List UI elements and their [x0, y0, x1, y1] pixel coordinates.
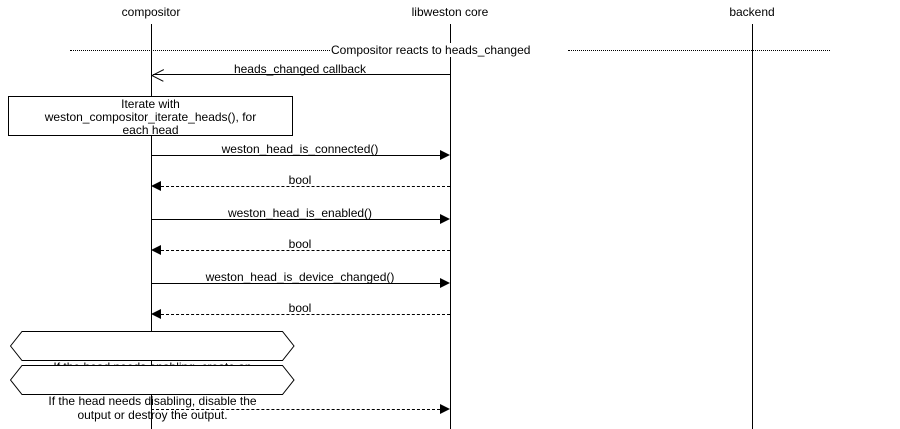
message-bool-connected-label: bool: [288, 173, 312, 187]
message-final-return-arrowhead-icon: [440, 404, 450, 414]
message-weston-head-is-device-changed-label: weston_head_is_device_changed(): [205, 270, 395, 284]
message-heads-changed-callback-arrowhead-icon: [151, 69, 165, 82]
lifeline-libweston-core-line: [450, 24, 451, 429]
message-heads-changed-callback-label: heads_changed callback: [233, 62, 367, 76]
fragment-enable-head-shape-icon: [10, 331, 295, 361]
message-bool-enabled-line: [161, 250, 450, 251]
message-bool-connected-line: [161, 186, 450, 187]
message-final-return-line: [151, 409, 440, 410]
message-weston-head-is-device-changed-line: [151, 283, 440, 284]
separator-line-right: [568, 50, 830, 51]
lifeline-libweston-core-label: libweston core: [411, 5, 489, 19]
message-weston-head-is-connected-label: weston_head_is_connected(): [221, 142, 379, 156]
note-iterate-heads: Iterate with weston_compositor_iterate_h…: [8, 96, 293, 137]
message-weston-head-is-connected-line: [151, 155, 440, 156]
message-bool-device-changed-line: [161, 314, 450, 315]
lifeline-compositor-label: compositor: [121, 5, 181, 19]
separator-label: Compositor reacts to heads_changed: [330, 43, 532, 57]
message-weston-head-is-enabled-label: weston_head_is_enabled(): [227, 206, 373, 220]
fragment-enable-head: If the head needs enabling, create an ou…: [10, 331, 295, 388]
message-weston-head-is-connected-arrowhead-icon: [440, 150, 450, 160]
lifeline-backend-label: backend: [729, 5, 775, 19]
fragment-disable-head-label: If the head needs disabling, disable the…: [48, 394, 257, 422]
message-weston-head-is-device-changed-arrowhead-icon: [440, 278, 450, 288]
message-weston-head-is-enabled-arrowhead-icon: [440, 214, 450, 224]
fragment-disable-head: If the head needs disabling, disable the…: [10, 365, 295, 422]
lifeline-compositor-line: [151, 24, 152, 429]
fragment-disable-head-shape-icon: [10, 365, 295, 395]
message-bool-device-changed-arrowhead-icon: [151, 309, 161, 319]
message-weston-head-is-enabled-line: [151, 219, 440, 220]
message-bool-device-changed-label: bool: [288, 301, 312, 315]
message-bool-connected-arrowhead-icon: [151, 181, 161, 191]
message-bool-enabled-label: bool: [288, 237, 312, 251]
separator-line-left: [70, 50, 330, 51]
message-bool-enabled-arrowhead-icon: [151, 245, 161, 255]
lifeline-backend-line: [752, 24, 753, 429]
message-heads-changed-callback-line: [153, 74, 450, 75]
